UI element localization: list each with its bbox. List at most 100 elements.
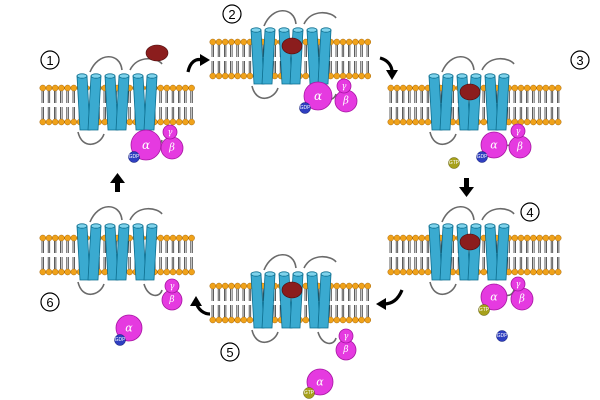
lipid-head	[536, 234, 543, 242]
alpha-subunit-4-label: α	[490, 291, 498, 304]
lipid-head	[399, 118, 407, 126]
lipid-head	[209, 38, 217, 46]
lipid-head	[234, 72, 241, 80]
lipid-head	[345, 282, 353, 290]
lipid-head	[169, 234, 177, 242]
lipid-head	[101, 118, 109, 126]
lipid-head	[418, 268, 426, 276]
lipid-head	[333, 282, 341, 290]
gdp-3: GDP	[476, 151, 488, 163]
alpha-subunit-1-label: α	[142, 138, 150, 152]
receptor-step-6	[76, 205, 163, 297]
lipid-head	[157, 118, 164, 126]
lipid-head	[157, 234, 164, 242]
alpha-subunit-2-label: α	[314, 89, 322, 103]
lipid-head	[228, 38, 235, 46]
alpha-subunit-3: α	[480, 131, 508, 159]
receptor-step-3	[428, 55, 515, 147]
lipid-head	[530, 234, 537, 242]
step-number: 3	[576, 53, 583, 68]
lipid-head	[345, 38, 353, 46]
alpha-subunit-1: α	[130, 129, 162, 161]
beta-subunit-4-label: β	[518, 294, 525, 305]
lipid-head	[228, 72, 235, 80]
step-label-5: 5	[220, 342, 240, 362]
step-label-4: 4	[520, 202, 540, 222]
gtp-3-label: GTP	[449, 160, 460, 166]
receptor-step-5	[250, 253, 337, 345]
lipid-head	[182, 268, 189, 276]
lipid-head	[364, 316, 372, 324]
lipid-head	[548, 268, 556, 276]
lipid-head	[169, 84, 177, 92]
lipid-head	[215, 38, 223, 46]
lipid-head	[480, 118, 488, 126]
receptor-step-4	[428, 205, 515, 297]
gamma-subunit-1-label: γ	[168, 128, 173, 137]
lipid-head	[387, 84, 395, 92]
lipid-head	[234, 38, 241, 46]
lipid-head	[358, 72, 365, 80]
lipid-head	[209, 72, 217, 80]
gamma-subunit-4-label: γ	[516, 280, 521, 289]
lipid-head	[523, 268, 531, 276]
lipid-head	[536, 84, 543, 92]
lipid-head	[64, 118, 71, 126]
lipid-head	[126, 268, 133, 276]
gamma-subunit-3-label: γ	[516, 127, 521, 136]
arrow-6-to-1-icon	[110, 173, 125, 192]
lipid-head	[215, 72, 223, 80]
arrow-5-to-6-icon	[190, 296, 211, 316]
gamma-subunit-4: γ	[510, 276, 526, 292]
lipid-head	[51, 84, 59, 92]
lipid-head	[387, 118, 395, 126]
alpha-subunit-5-label: α	[316, 376, 324, 389]
lipid-head	[209, 316, 217, 324]
alpha-subunit-3-label: α	[490, 139, 498, 152]
lipid-head	[548, 84, 556, 92]
gdp-2: GDP	[299, 102, 312, 114]
lipid-head	[393, 84, 401, 92]
step-label-6: 6	[40, 292, 60, 312]
lipid-head	[352, 282, 359, 290]
lipid-head	[418, 234, 426, 242]
lipid-head	[399, 84, 407, 92]
lipid-head	[182, 118, 189, 126]
gdp-6: GDP	[114, 334, 126, 346]
lipid-head	[511, 84, 519, 92]
lipid-head	[58, 118, 65, 126]
lipid-head	[406, 268, 413, 276]
lipid-head	[175, 84, 183, 92]
gamma-subunit-1: γ	[162, 124, 178, 140]
gdp-2-label: GDP	[300, 105, 312, 111]
lipid-head	[517, 84, 525, 92]
lipid-head	[70, 118, 78, 126]
lipid-head	[554, 234, 562, 242]
lipid-head	[51, 118, 59, 126]
lipid-head	[188, 84, 195, 92]
lipid-head	[240, 316, 248, 324]
gtp-5-label: GTP	[304, 390, 315, 396]
lipid-head	[393, 234, 401, 242]
lipid-head	[221, 316, 229, 324]
lipid-head	[39, 84, 47, 92]
lipid-head	[163, 234, 171, 242]
alpha-subunit-5: α	[306, 368, 334, 396]
lipid-head	[126, 118, 133, 126]
lipid-head	[39, 268, 47, 276]
lipid-head	[542, 118, 550, 126]
lipid-head	[39, 118, 47, 126]
lipid-head	[418, 118, 426, 126]
lipid-head	[333, 316, 341, 324]
lipid-head	[188, 234, 195, 242]
lipid-head	[548, 118, 556, 126]
lipid-head	[536, 268, 543, 276]
step-number: 5	[226, 345, 233, 360]
step-label-1: 1	[40, 50, 60, 70]
free-ligand	[145, 44, 169, 62]
gamma-subunit-6-label: γ	[170, 282, 175, 291]
lipid-head	[364, 38, 372, 46]
lipid-head	[542, 84, 550, 92]
step-number: 4	[526, 205, 533, 220]
